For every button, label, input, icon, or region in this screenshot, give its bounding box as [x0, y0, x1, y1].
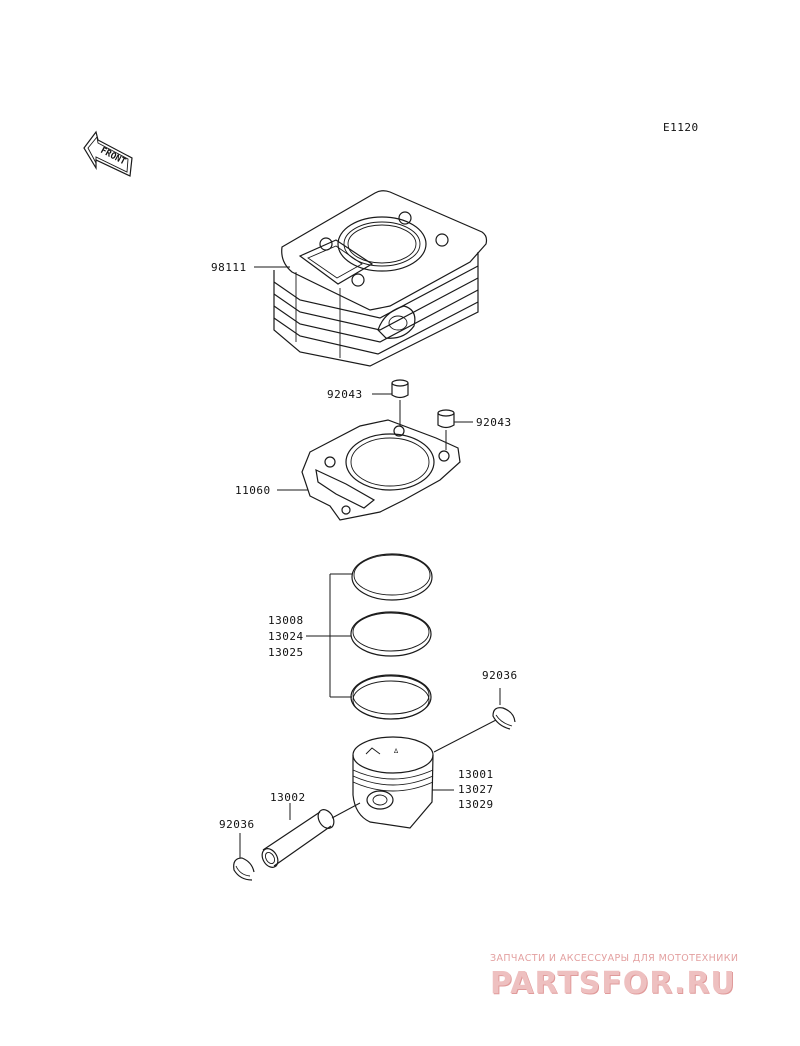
part-number-dowel-pin-left: 92043 — [327, 388, 363, 401]
watermark-subtitle: ЗАПЧАСТИ И АКСЕССУАРЫ ДЛЯ МОТОТЕХНИКИ — [490, 953, 739, 964]
cylinder-block — [273, 190, 488, 367]
circlip-right — [492, 707, 516, 730]
part-number-ring-3: 13025 — [268, 646, 304, 659]
part-number-piston-pin: 13002 — [270, 791, 306, 804]
part-number-dowel-pin-right: 92043 — [476, 416, 512, 429]
part-number-circlip-left: 92036 — [219, 818, 255, 831]
part-number-piston-2: 13027 — [458, 783, 494, 796]
piston-ring-oil — [350, 674, 432, 720]
front-arrow-icon: FRONT — [83, 130, 133, 177]
part-number-piston-3: 13029 — [458, 798, 494, 811]
dowel-pin-left — [391, 379, 409, 399]
part-number-ring-2: 13024 — [268, 630, 304, 643]
part-number-gasket: 11060 — [235, 484, 271, 497]
watermark-brand: PARTSFOR.RU — [490, 966, 736, 1001]
piston-pin — [261, 809, 335, 868]
svg-text:Δ: Δ — [394, 748, 399, 755]
front-arrow-label: FRONT — [99, 146, 128, 168]
part-number-ring-1: 13008 — [268, 614, 304, 627]
base-gasket — [301, 419, 461, 521]
leader-lines — [239, 266, 501, 858]
piston-ring-top — [351, 553, 433, 601]
part-number-circlip-right: 92036 — [482, 669, 518, 682]
piston-ring-second — [350, 611, 432, 657]
dowel-pin-right — [437, 409, 455, 429]
diagram-code-label: E1120 — [663, 121, 699, 134]
part-number-cylinder: 98111 — [211, 261, 247, 274]
piston: Δ — [352, 736, 434, 829]
circlip-left — [233, 857, 255, 881]
part-number-piston-1: 13001 — [458, 768, 494, 781]
